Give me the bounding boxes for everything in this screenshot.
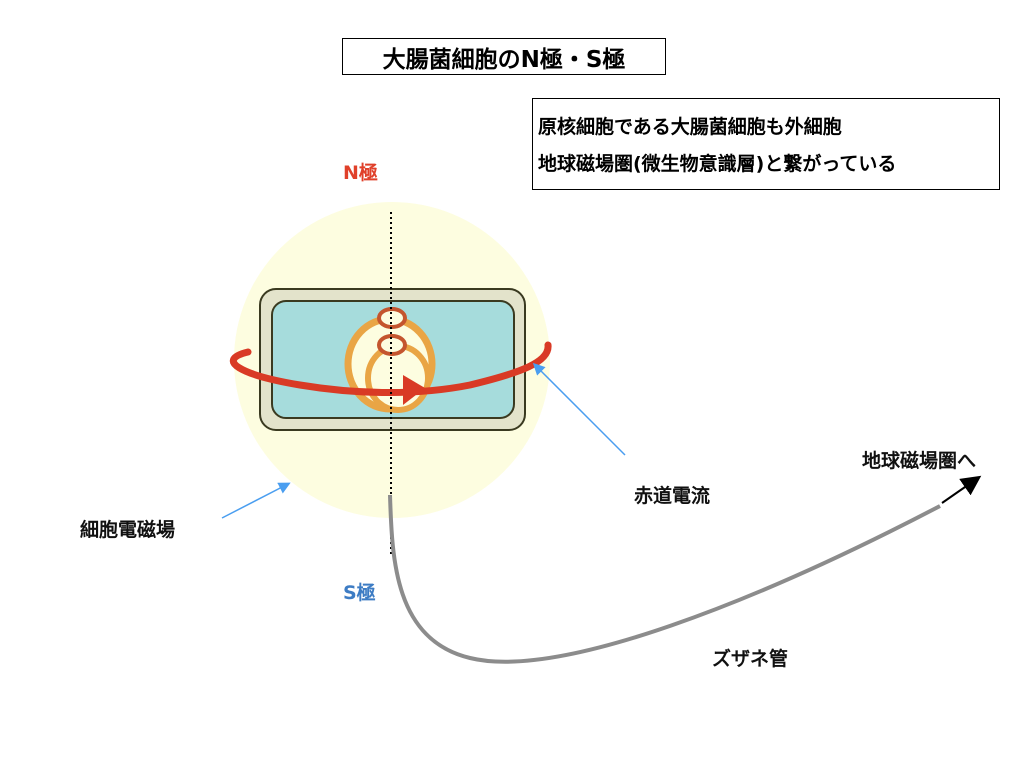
zuzane-tube-label: ズザネ管 (712, 648, 789, 670)
equator-current-arrow (229, 341, 552, 396)
n-pole-label: N極 (343, 162, 378, 184)
page-title: 大腸菌細胞のN極・S極 (342, 38, 666, 75)
geomagnetic-label: 地球磁場圏へ (862, 450, 977, 472)
cell-field-pointer (221, 482, 291, 519)
equator-current-pointer (532, 362, 626, 456)
note-line-2: 地球磁場圏(微生物意識層)と繋がっている (538, 153, 897, 175)
inner-ring (365, 343, 431, 413)
cell-field-label: 細胞電磁場 (80, 519, 176, 541)
equator-current-label: 赤道電流 (634, 485, 711, 507)
equator-current-arrowhead (403, 375, 425, 405)
s-pole-label: S極 (343, 582, 376, 604)
zuzane-tube (388, 494, 941, 664)
geomagnetic-arrow (941, 475, 982, 504)
note-line-1: 原核細胞である大腸菌細胞も外細胞 (538, 116, 842, 138)
note-box: 原核細胞である大腸菌細胞も外細胞 地球磁場圏(微生物意識層)と繋がっている (532, 98, 1000, 190)
